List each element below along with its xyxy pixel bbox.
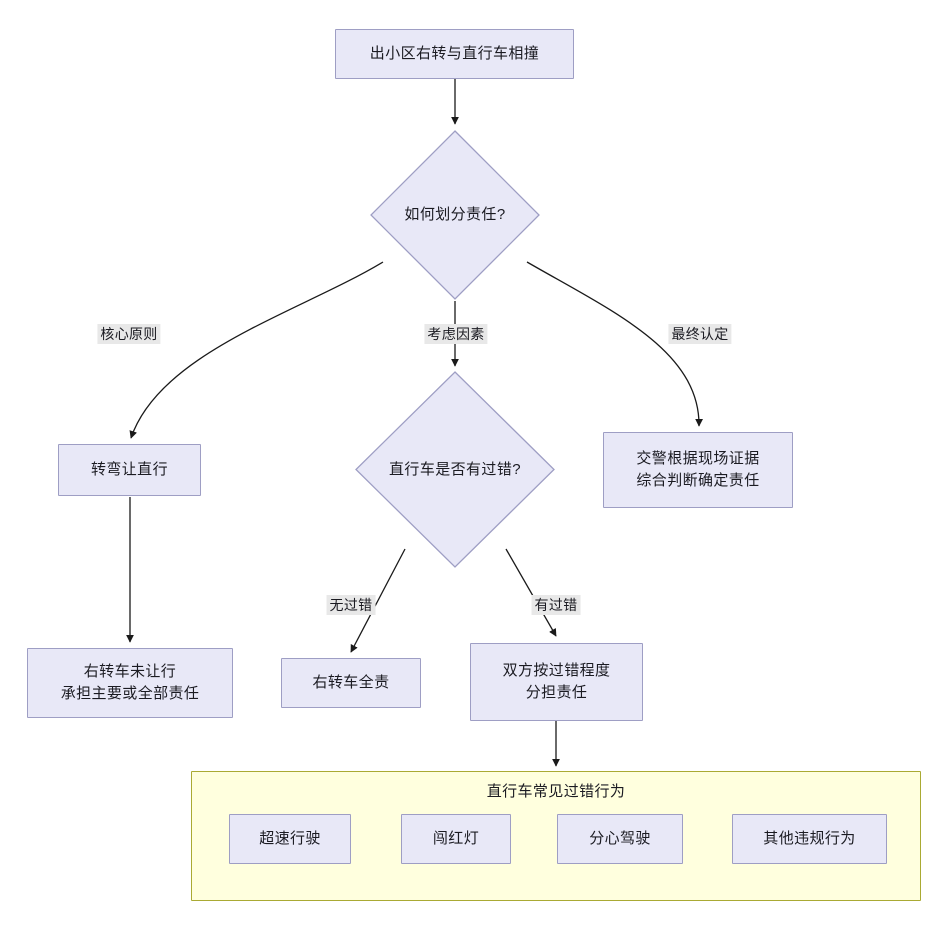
node-result-fault-label: 双方按过错程度 分担责任 bbox=[502, 662, 611, 701]
node-fault-item-0[interactable]: 超速行驶 bbox=[229, 814, 351, 864]
node-result-left[interactable]: 右转车未让行 承担主要或全部责任 bbox=[27, 648, 233, 718]
node-principle[interactable]: 转弯让直行 bbox=[58, 444, 201, 496]
node-fault-item-1[interactable]: 闯红灯 bbox=[401, 814, 511, 864]
node-start[interactable]: 出小区右转与直行车相撞 bbox=[335, 29, 574, 79]
edge-label-final-determination: 最终认定 bbox=[668, 324, 732, 344]
node-police-label: 交警根据现场证据 综合判断确定责任 bbox=[636, 450, 760, 489]
node-result-no-fault-label: 右转车全责 bbox=[312, 674, 390, 691]
node-start-label: 出小区右转与直行车相撞 bbox=[369, 45, 540, 62]
node-fault-item-1-label: 闯红灯 bbox=[432, 830, 480, 847]
node-police[interactable]: 交警根据现场证据 综合判断确定责任 bbox=[603, 432, 793, 508]
edge-label-final-determination-text: 最终认定 bbox=[671, 326, 729, 342]
edge-label-consider-factors-text: 考虑因素 bbox=[427, 326, 485, 342]
node-decision-fault[interactable]: 直行车是否有过错? bbox=[355, 371, 555, 568]
edge-label-core-principle-text: 核心原则 bbox=[100, 326, 158, 342]
edge-label-no-fault: 无过错 bbox=[326, 595, 376, 615]
node-decision-main[interactable]: 如何划分责任? bbox=[370, 130, 540, 300]
edge-label-has-fault: 有过错 bbox=[531, 595, 581, 615]
edge-label-has-fault-text: 有过错 bbox=[534, 597, 578, 613]
node-fault-item-3[interactable]: 其他违规行为 bbox=[732, 814, 887, 864]
node-result-left-label: 右转车未让行 承担主要或全部责任 bbox=[60, 663, 200, 702]
node-result-no-fault[interactable]: 右转车全责 bbox=[281, 658, 421, 708]
edge-label-no-fault-text: 无过错 bbox=[329, 597, 373, 613]
edge-label-consider-factors: 考虑因素 bbox=[424, 324, 488, 344]
subgraph-title: 直行车常见过错行为 bbox=[486, 783, 626, 800]
node-decision-main-label: 如何划分责任? bbox=[404, 206, 506, 223]
edge-label-core-principle: 核心原则 bbox=[97, 324, 161, 344]
node-result-fault[interactable]: 双方按过错程度 分担责任 bbox=[470, 643, 643, 721]
node-fault-item-0-label: 超速行驶 bbox=[259, 830, 321, 847]
node-fault-item-2-label: 分心驾驶 bbox=[589, 830, 651, 847]
diamond-shape-fault bbox=[355, 371, 555, 568]
node-fault-item-3-label: 其他违规行为 bbox=[763, 830, 856, 847]
edge-decision-to-principle bbox=[129, 261, 384, 439]
node-principle-label: 转弯让直行 bbox=[90, 461, 168, 478]
node-fault-item-2[interactable]: 分心驾驶 bbox=[557, 814, 683, 864]
node-decision-fault-label: 直行车是否有过错? bbox=[389, 460, 521, 478]
subgraph-common-faults: 直行车常见过错行为 超速行驶 闯红灯 分心驾驶 其他违规行为 bbox=[191, 771, 921, 901]
diamond-shape-main bbox=[370, 130, 540, 300]
